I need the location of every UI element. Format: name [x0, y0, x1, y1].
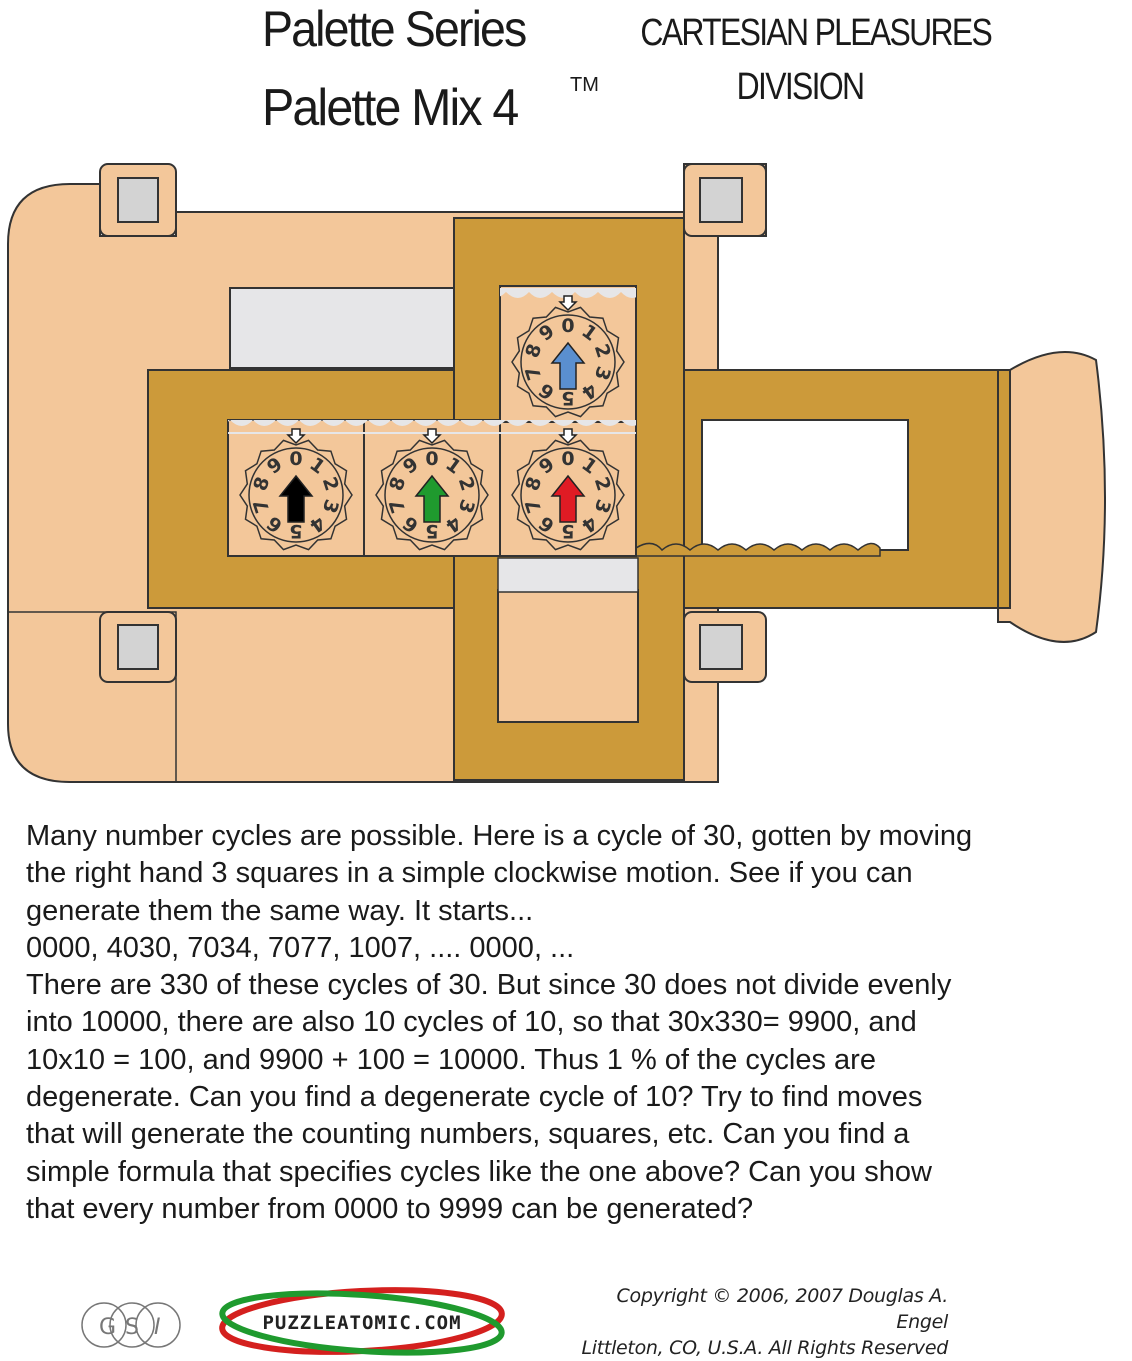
pointer-down-icon: [286, 428, 306, 445]
dial-digit: 0: [561, 448, 574, 470]
description-line-1: Many number cycles are possible. Here is…: [26, 820, 973, 852]
lower-slot-window: [497, 557, 639, 593]
dial-digit: 0: [561, 315, 574, 337]
slider-teeth: [635, 542, 881, 557]
arrow-up-icon: [414, 474, 450, 523]
description-paragraph: Many number cycles are possible. Here is…: [26, 818, 1126, 1228]
series-title: Palette Series: [262, 1, 527, 57]
dial-digit: 8: [249, 474, 274, 493]
dial-digit: 2: [590, 341, 615, 360]
division-line-1: CARTESIAN PLEASURES: [640, 12, 992, 54]
pointer-down-icon: [558, 428, 578, 445]
logo-text: PUZZLEATOMIC.COM: [262, 1312, 461, 1334]
description-line-6: into 10000, there are also 10 cycles of …: [26, 1006, 917, 1039]
empty-slot: [229, 287, 493, 369]
copyright-line-2: Littleton, CO, U.S.A. All Rights Reserve…: [581, 1337, 949, 1359]
description-line-3: generate them the same way. It starts...: [26, 894, 534, 927]
gsi-letter-i: I: [154, 1315, 161, 1340]
description-line-2: the right hand 3 squares in a simple clo…: [26, 857, 913, 890]
dial-digit: 7: [521, 363, 546, 382]
dial-digit: 0: [425, 448, 438, 470]
description-line-9: that will generate the counting numbers,…: [26, 1118, 910, 1151]
description-line-10: simple formula that specifies cycles lik…: [26, 1155, 932, 1188]
division-line-2: DIVISION: [736, 66, 865, 108]
dial-digit: 7: [249, 496, 274, 515]
right-window: [701, 419, 909, 551]
dial-digit: 2: [590, 474, 615, 493]
gsi-letter-g: G: [99, 1315, 116, 1340]
description-line-8: degenerate. Can you find a degenerate cy…: [26, 1081, 923, 1114]
dial-digit: 5: [425, 520, 438, 542]
dial-digit: 0: [289, 448, 302, 470]
scallop-edge-top: [500, 286, 636, 300]
dial-digit: 7: [385, 496, 410, 515]
product-title: Palette Mix 4: [262, 79, 519, 137]
puzzleatomic-logo[interactable]: PUZZLEATOMIC.COM: [216, 1283, 512, 1361]
scallop-edge: [228, 420, 636, 434]
dial-digit: 5: [561, 387, 574, 409]
description-line-5: There are 330 of these cycles of 30. But…: [26, 969, 952, 1002]
arrow-up-icon: [278, 474, 314, 523]
division-label: CARTESIAN PLEASURES DIVISION: [640, 6, 992, 114]
description-line-7: 10x10 = 100, and 9900 + 100 = 10000. Thu…: [26, 1043, 876, 1076]
copyright-block: Copyright © 2006, 2007 Douglas A. Engel …: [560, 1283, 949, 1361]
dial-digit: 5: [561, 520, 574, 542]
description-line-11: that every number from 0000 to 9999 can …: [26, 1192, 754, 1225]
dial-digit: 3: [454, 496, 479, 515]
dial-digit: 2: [454, 474, 479, 493]
arrow-up-icon: [550, 341, 586, 390]
frame-seam-left: [8, 611, 177, 782]
dial-digit: 3: [318, 496, 343, 515]
gsi-letter-s: S: [125, 1315, 139, 1340]
pointer-down-icon: [558, 295, 578, 312]
corner-peg-icon: [117, 177, 743, 670]
dial-digit: 3: [590, 496, 615, 515]
dial-digit: 5: [289, 520, 302, 542]
dial-digit: 8: [521, 474, 546, 493]
gsi-logo: G S I: [81, 1302, 181, 1348]
trademark-mark: TM: [570, 74, 599, 96]
knob-neck: [997, 369, 1011, 609]
pointer-down-icon: [422, 428, 442, 445]
dial-digit: 8: [521, 341, 546, 360]
dial-digit: 8: [385, 474, 410, 493]
dial-digit: 2: [318, 474, 343, 493]
dial-digit: 7: [521, 496, 546, 515]
description-line-4: 0000, 4030, 7034, 7077, 1007, .... 0000,…: [26, 931, 575, 964]
lower-slot: [497, 589, 639, 723]
slider-knob[interactable]: [997, 351, 1106, 643]
dial-digit: 3: [590, 363, 615, 382]
copyright-line-1: Copyright © 2006, 2007 Douglas A. Engel: [616, 1285, 949, 1333]
arrow-up-icon: [550, 474, 586, 523]
